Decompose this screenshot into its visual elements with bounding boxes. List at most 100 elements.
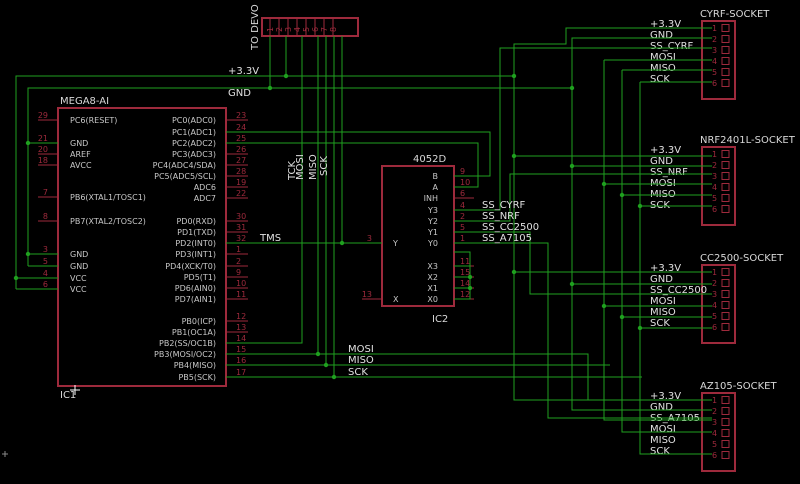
mux-pin-name: Y0 bbox=[427, 239, 438, 248]
net-label-sck: SCK bbox=[348, 367, 368, 378]
mux-ic2[interactable]: 4052D IC2 9B10A6INH4Y32Y25Y11Y011X315X21… bbox=[362, 154, 474, 325]
socket-pin-pad bbox=[721, 183, 730, 191]
socket-net-label: MOSI bbox=[650, 424, 676, 435]
socket-net-label: GND bbox=[650, 156, 673, 167]
socket-pin-pad bbox=[721, 440, 730, 448]
socket-pin-number: 2 bbox=[712, 161, 717, 170]
mcu-pin-number: 24 bbox=[236, 123, 246, 132]
mcu-right-pins: 23PC0(ADC0)24PC1(ADC1)25PC2(ADC2)26PC3(A… bbox=[153, 111, 248, 382]
mcu-pin-number: 8 bbox=[43, 212, 48, 221]
mux-body bbox=[381, 165, 455, 307]
mux-pin-number: 10 bbox=[460, 178, 470, 187]
mux-pin-name: X3 bbox=[427, 262, 438, 271]
mcu-pin-name: PD6(AIN0) bbox=[175, 284, 216, 293]
mcu-pin-number: 22 bbox=[236, 189, 246, 198]
mcu-left-pins: 29PC6(RESET)21GND20AREF18AVCC7PB6(XTAL1/… bbox=[38, 111, 146, 294]
socket-net-label: MISO bbox=[650, 307, 676, 318]
socket-2[interactable]: NRF2401L-SOCKET1+3.3V2GND3SS_NRF4MOSI5MI… bbox=[650, 135, 796, 226]
socket-net-label: SS_NRF bbox=[650, 167, 688, 178]
net-label-miso-v: MISO bbox=[308, 154, 319, 180]
socket-pin-number: 6 bbox=[712, 451, 717, 460]
mcu-pin-name: GND bbox=[70, 262, 88, 271]
socket-pin-pad bbox=[721, 407, 730, 415]
net-label-ss-nrf: SS_NRF bbox=[482, 211, 520, 222]
header-pin-number: 2 bbox=[275, 27, 284, 32]
mcu-pin-name: PB7(XTAL2/TOSC2) bbox=[70, 217, 146, 226]
net-label-ss-cc2500: SS_CC2500 bbox=[482, 222, 539, 233]
socket-pin-number: 5 bbox=[712, 68, 717, 77]
mcu-pin-number: 15 bbox=[236, 345, 246, 354]
mux-pin-number: 11 bbox=[460, 257, 470, 266]
socket-pin-number: 3 bbox=[712, 418, 717, 427]
net-label-ss-cyrf: SS_CYRF bbox=[482, 200, 526, 211]
header-pin-number: 4 bbox=[293, 27, 302, 32]
socket-pin-number: 1 bbox=[712, 396, 717, 405]
socket-title: CYRF-SOCKET bbox=[700, 9, 770, 20]
socket-net-label: GND bbox=[650, 274, 673, 285]
socket-pin-number: 5 bbox=[712, 312, 717, 321]
mcu-pin-name: PD2(INT0) bbox=[175, 239, 216, 248]
net-label-tms: TMS bbox=[259, 233, 281, 244]
mux-pin-name: X bbox=[393, 295, 399, 304]
mcu-pin-name: PB0(ICP) bbox=[182, 317, 216, 326]
mux-pin-name: Y bbox=[392, 239, 398, 248]
socket-pin-pad bbox=[721, 46, 730, 54]
mcu-pin-number: 27 bbox=[236, 156, 246, 165]
socket-pin-pad bbox=[721, 312, 730, 320]
mcu-name: MEGA8-AI bbox=[60, 96, 109, 107]
mcu-pin-name: PB4(MISO) bbox=[174, 361, 216, 370]
mcu-pin-number: 10 bbox=[236, 279, 246, 288]
origin-cross-icon bbox=[70, 385, 80, 395]
mux-name: 4052D bbox=[413, 154, 446, 165]
mux-pin-number: 12 bbox=[460, 290, 470, 299]
socket-4[interactable]: AZ105-SOCKET1+3.3V2GND3SS_A71054MOSI5MIS… bbox=[650, 381, 777, 472]
socket-net-label: GND bbox=[650, 30, 673, 41]
header-pin-number: 5 bbox=[302, 27, 311, 32]
mcu-pin-name: PB2(SS/OC1B) bbox=[159, 339, 216, 348]
socket-title: AZ105-SOCKET bbox=[700, 381, 777, 392]
mcu-pin-name: PD1(TXD) bbox=[177, 228, 216, 237]
socket-net-label: +3.3V bbox=[650, 19, 681, 30]
net-label-miso: MISO bbox=[348, 355, 374, 366]
socket-pin-pad bbox=[721, 279, 730, 287]
mux-pin-number: 5 bbox=[460, 223, 465, 232]
socket-3[interactable]: CC2500-SOCKET1+3.3V2GND3SS_CC25004MOSI5M… bbox=[650, 253, 784, 344]
socket-pin-number: 4 bbox=[712, 57, 717, 66]
mux-pin-name: Y2 bbox=[427, 217, 438, 226]
socket-pin-pad bbox=[721, 429, 730, 437]
socket-pin-pad bbox=[721, 79, 730, 87]
mux-pin-name: X2 bbox=[427, 273, 438, 282]
socket-pin-pad bbox=[721, 323, 730, 331]
socket-net-label: SS_CC2500 bbox=[650, 285, 707, 296]
mux-pin-number: 1 bbox=[460, 234, 465, 243]
socket-net-label: MOSI bbox=[650, 296, 676, 307]
socket-1[interactable]: CYRF-SOCKET1+3.3V2GND3SS_CYRF4MOSI5MISO6… bbox=[650, 9, 770, 100]
socket-body bbox=[701, 264, 736, 344]
mux-pin-number: 3 bbox=[367, 234, 372, 243]
mcu-pin-name: ADC7 bbox=[194, 194, 216, 203]
mcu-pin-number: 1 bbox=[236, 245, 241, 254]
socket-pin-number: 3 bbox=[712, 290, 717, 299]
socket-net-label: MISO bbox=[650, 63, 676, 74]
junctions bbox=[13, 73, 643, 380]
mux-pin-number: 2 bbox=[460, 212, 465, 221]
mcu-pin-name: PB6(XTAL1/TOSC1) bbox=[70, 193, 146, 202]
mcu-pin-number: 29 bbox=[38, 111, 48, 120]
mcu-pin-name: PC4(ADC4/SDA) bbox=[153, 161, 216, 170]
mcu-pin-name: PD0(RXD) bbox=[176, 217, 216, 226]
header-pin-number: 3 bbox=[284, 27, 293, 32]
mcu-pin-name: AVCC bbox=[70, 161, 92, 170]
net-label-vcc: +3.3V bbox=[228, 66, 259, 77]
mcu-ic1[interactable]: MEGA8-AI IC1 29PC6(RESET)21GND20AREF18AV… bbox=[38, 96, 248, 401]
mcu-pin-number: 30 bbox=[236, 212, 246, 221]
header-pin-number: 8 bbox=[329, 27, 338, 32]
socket-pin-number: 4 bbox=[712, 429, 717, 438]
socket-pin-pad bbox=[721, 290, 730, 298]
mcu-pin-name: PD3(INT1) bbox=[175, 250, 216, 259]
mcu-pin-name: PC6(RESET) bbox=[70, 116, 117, 125]
mcu-pin-name: PB3(MOSI/OC2) bbox=[154, 350, 216, 359]
mcu-pin-number: 7 bbox=[43, 188, 48, 197]
